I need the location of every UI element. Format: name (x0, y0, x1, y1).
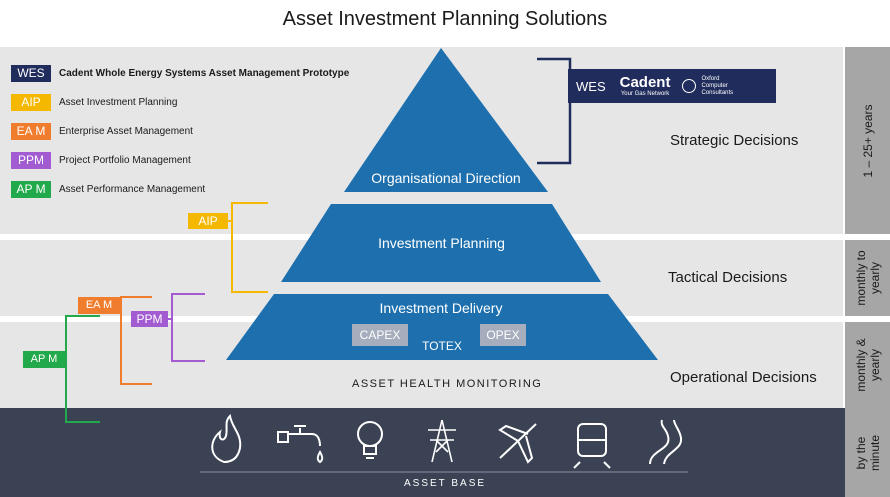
capex-chip: CAPEX (352, 324, 408, 346)
apm-bracket (65, 315, 100, 423)
opex-chip: OPEX (480, 324, 526, 346)
occ-logo-icon (682, 79, 697, 93)
road-icon (649, 419, 683, 465)
pyramid-bottom (226, 294, 658, 360)
legend-label: Cadent Whole Energy Systems Asset Manage… (59, 68, 350, 79)
investment-planning-label: Investment Planning (378, 235, 505, 251)
asset-health-monitoring-label: ASSET HEALTH MONITORING (352, 378, 543, 390)
legend-item-eam: EA M Enterprise Asset Management (11, 123, 193, 140)
legend-item-apm: AP M Asset Performance Management (11, 181, 205, 198)
apm-tag: AP M (23, 351, 65, 368)
timescale-strategic: 1 – 25+ years (845, 47, 890, 234)
pyramid-top (344, 48, 548, 192)
timescale-operational: monthly &yearly (845, 322, 890, 408)
train-icon (573, 423, 611, 469)
legend-badge: AIP (11, 94, 51, 111)
occ-line2: Computer (701, 82, 728, 89)
investment-delivery-label: Investment Delivery (379, 300, 503, 316)
operational-decisions-label: Operational Decisions (670, 369, 817, 386)
totex-label: TOTEX (422, 339, 462, 353)
legend-label: Asset Performance Management (59, 184, 206, 195)
pylon-icon (428, 419, 456, 463)
ppm-tag: PPM (131, 311, 168, 327)
wes-banner: WES Cadent Your Gas Network Oxford Compu… (568, 69, 776, 103)
flame-icon (211, 413, 242, 464)
occ-line1: Oxford (701, 75, 720, 82)
organisational-direction-label: Organisational Direction (371, 170, 521, 186)
legend-label: Project Portfolio Management (59, 155, 191, 166)
cadent-logo: Cadent (619, 73, 671, 91)
wes-bracket (537, 57, 572, 165)
occ-line3: Consultants (701, 89, 734, 96)
legend-item-ppm: PPM Project Portfolio Management (11, 152, 191, 169)
lightbulb-icon (357, 421, 383, 459)
strategic-decisions-label: Strategic Decisions (670, 132, 799, 149)
legend-label: Asset Investment Planning (59, 97, 178, 108)
asset-base-label: ASSET BASE (404, 478, 487, 489)
legend-item-wes: WES Cadent Whole Energy Systems Asset Ma… (11, 65, 349, 82)
tactical-decisions-label: Tactical Decisions (668, 269, 788, 286)
legend-badge: AP M (11, 181, 51, 198)
tap-icon (277, 425, 324, 464)
aip-bracket (231, 202, 268, 293)
legend-item-aip: AIP Asset Investment Planning (11, 94, 177, 111)
legend-badge: EA M (11, 123, 51, 140)
ppm-bracket (171, 293, 205, 362)
aip-tag: AIP (188, 213, 228, 229)
cadent-tagline: Your Gas Network (620, 90, 670, 97)
page-title: Asset Investment Planning Solutions (282, 8, 608, 30)
pyramid-middle (281, 204, 601, 282)
asset-base-band (0, 408, 890, 497)
airplane-icon (498, 423, 537, 464)
legend-label: Enterprise Asset Management (59, 126, 193, 137)
legend-badge: WES (11, 65, 51, 82)
wes-banner-abbr: WES (576, 78, 606, 94)
eam-bracket (120, 296, 152, 385)
eam-tag: EA M (78, 297, 120, 314)
legend-badge: PPM (11, 152, 51, 169)
